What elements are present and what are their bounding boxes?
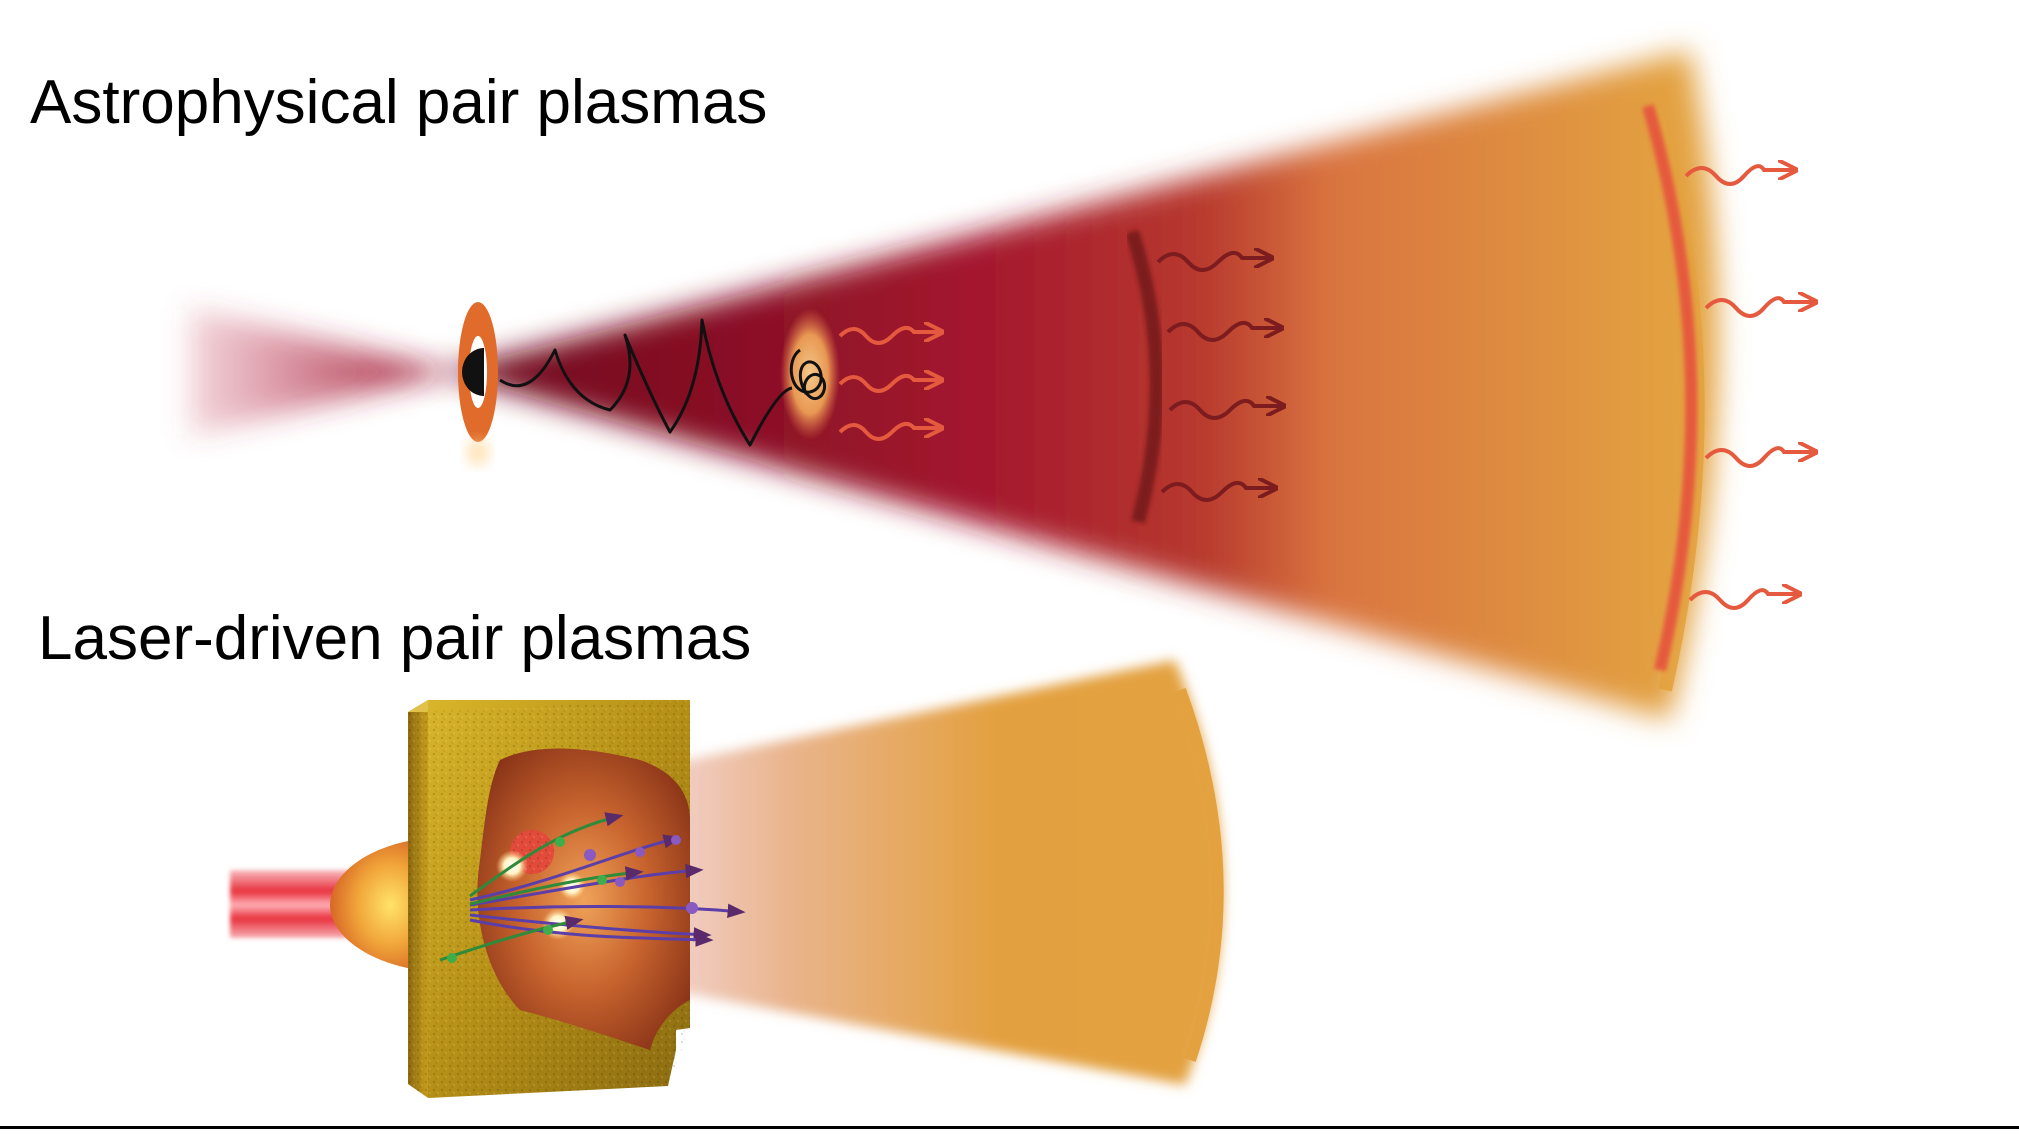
positron — [615, 877, 625, 887]
positron-track — [469, 918, 714, 947]
astrophysical-title: Astrophysical pair plasmas — [30, 68, 768, 137]
positron-track — [469, 913, 712, 942]
shock-photon-arrows — [1156, 253, 1282, 502]
disk-glow — [466, 438, 490, 466]
positron-track — [469, 834, 682, 902]
wavy-arrow-icon — [838, 376, 940, 393]
positron — [671, 835, 681, 845]
cone-outer-edge — [1174, 687, 1224, 1062]
laser-panel — [230, 660, 1224, 1098]
positron — [635, 847, 645, 857]
knot-photon-arrows — [838, 328, 940, 441]
laser-driven-title: Laser-driven pair plasmas — [38, 604, 752, 673]
wavy-arrow-icon — [1688, 590, 1798, 610]
main-jet-cone — [440, 50, 1719, 720]
wavy-arrow-icon — [838, 424, 940, 441]
electron-track — [469, 866, 644, 906]
wavy-arrow-icon — [838, 328, 940, 345]
particle-markers — [447, 835, 698, 963]
pair-plasma-cone — [640, 660, 1223, 1085]
astrophysical-panel — [190, 50, 1814, 720]
counter-jet-cone — [190, 308, 455, 436]
particle-trajectory — [499, 318, 793, 447]
electron — [447, 953, 457, 963]
wavy-arrow-icon — [1684, 166, 1794, 186]
positron — [686, 902, 698, 914]
target-cavity — [477, 748, 690, 1050]
wavy-arrow-icon — [1704, 448, 1814, 468]
electron — [543, 925, 553, 935]
emission-knot — [780, 308, 840, 440]
electron — [555, 837, 565, 847]
knot-tangle-icon — [789, 348, 826, 401]
shell-photon-arrows — [1684, 166, 1814, 610]
outer-shock-shell — [1642, 104, 1698, 672]
wavy-arrow-icon — [1160, 483, 1274, 502]
electron-track — [439, 915, 584, 962]
black-hole-icon — [462, 348, 484, 396]
wavy-arrow-icon — [1168, 401, 1282, 420]
internal-shock — [1125, 229, 1164, 524]
electron — [597, 875, 607, 885]
wavy-arrow-icon — [1166, 323, 1280, 342]
particle-tracks — [439, 812, 746, 962]
wavy-arrow-icon — [1156, 253, 1270, 272]
positron — [584, 849, 596, 861]
jet-outer-edge — [1648, 108, 1705, 692]
electron-track — [469, 812, 624, 898]
positron-track — [469, 863, 704, 907]
positron-track — [469, 903, 746, 918]
wavy-arrow-icon — [1704, 298, 1814, 318]
bottom-border — [0, 1126, 2019, 1129]
